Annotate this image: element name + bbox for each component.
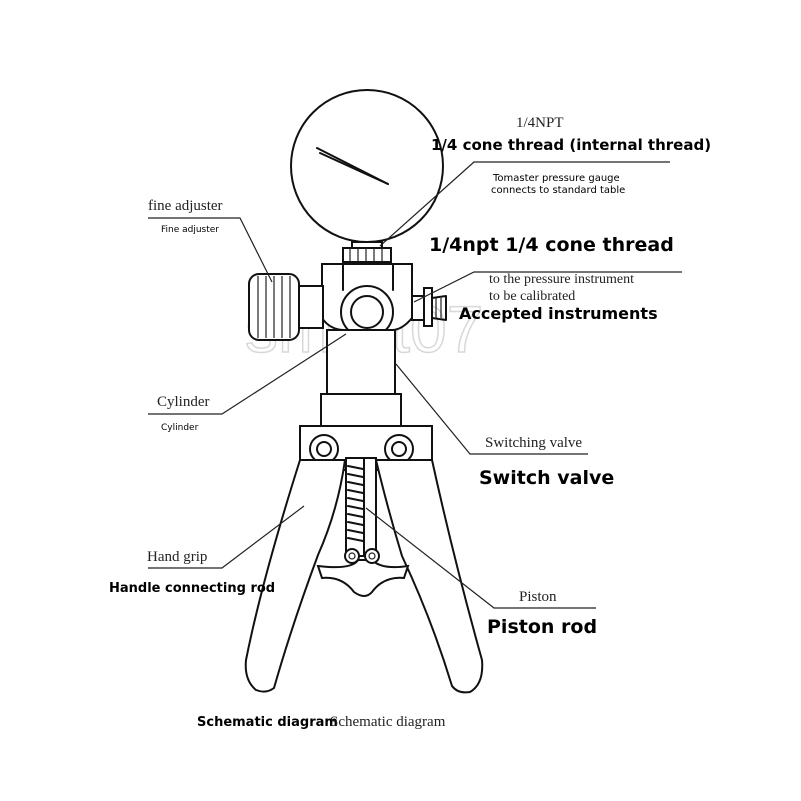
- valve-body: [321, 263, 413, 339]
- label-cylinder: Cylinder: [157, 394, 210, 410]
- label-cone-thread-internal: 1/4 cone thread (internal thread): [431, 136, 711, 154]
- label-pressure-instrument-2: to be calibrated: [489, 289, 575, 304]
- label-accepted-instruments: Accepted instruments: [459, 304, 658, 323]
- label-npt-cone-thread: 1/4npt 1/4 cone thread: [429, 234, 674, 256]
- label-cylinder-cn: Cylinder: [161, 423, 199, 433]
- left-handle: [244, 459, 347, 693]
- label-pressure-instrument-1: to the pressure instrument: [489, 272, 634, 287]
- caption-schematic-cn: Schematic diagram: [197, 715, 338, 730]
- label-switch-valve: Switch valve: [479, 467, 614, 489]
- label-tomaster-line1: Tomaster pressure gauge: [492, 173, 620, 184]
- fine-adjuster-knob: [248, 273, 324, 341]
- label-tomaster-line2: connects to standard table: [491, 185, 625, 196]
- caption-schematic-en: Schematic diagram: [330, 714, 446, 730]
- right-handle: [374, 459, 484, 694]
- connecting-link: [316, 548, 410, 597]
- pressure-gauge: [290, 89, 444, 263]
- label-fine-adjuster-cn: Fine adjuster: [161, 225, 219, 235]
- cylinder-column: [320, 329, 402, 429]
- label-switching-valve: Switching valve: [485, 435, 582, 451]
- piston-rod: [345, 457, 377, 557]
- label-hand-grip: Hand grip: [147, 549, 207, 565]
- leader-lines: [148, 161, 682, 609]
- label-fine-adjuster: fine adjuster: [148, 198, 223, 214]
- label-piston-rod: Piston rod: [487, 616, 597, 638]
- label-piston: Piston: [519, 589, 557, 605]
- label-handle-connecting-rod: Handle connecting rod: [109, 581, 275, 596]
- label-1-4npt: 1/4NPT: [516, 115, 564, 131]
